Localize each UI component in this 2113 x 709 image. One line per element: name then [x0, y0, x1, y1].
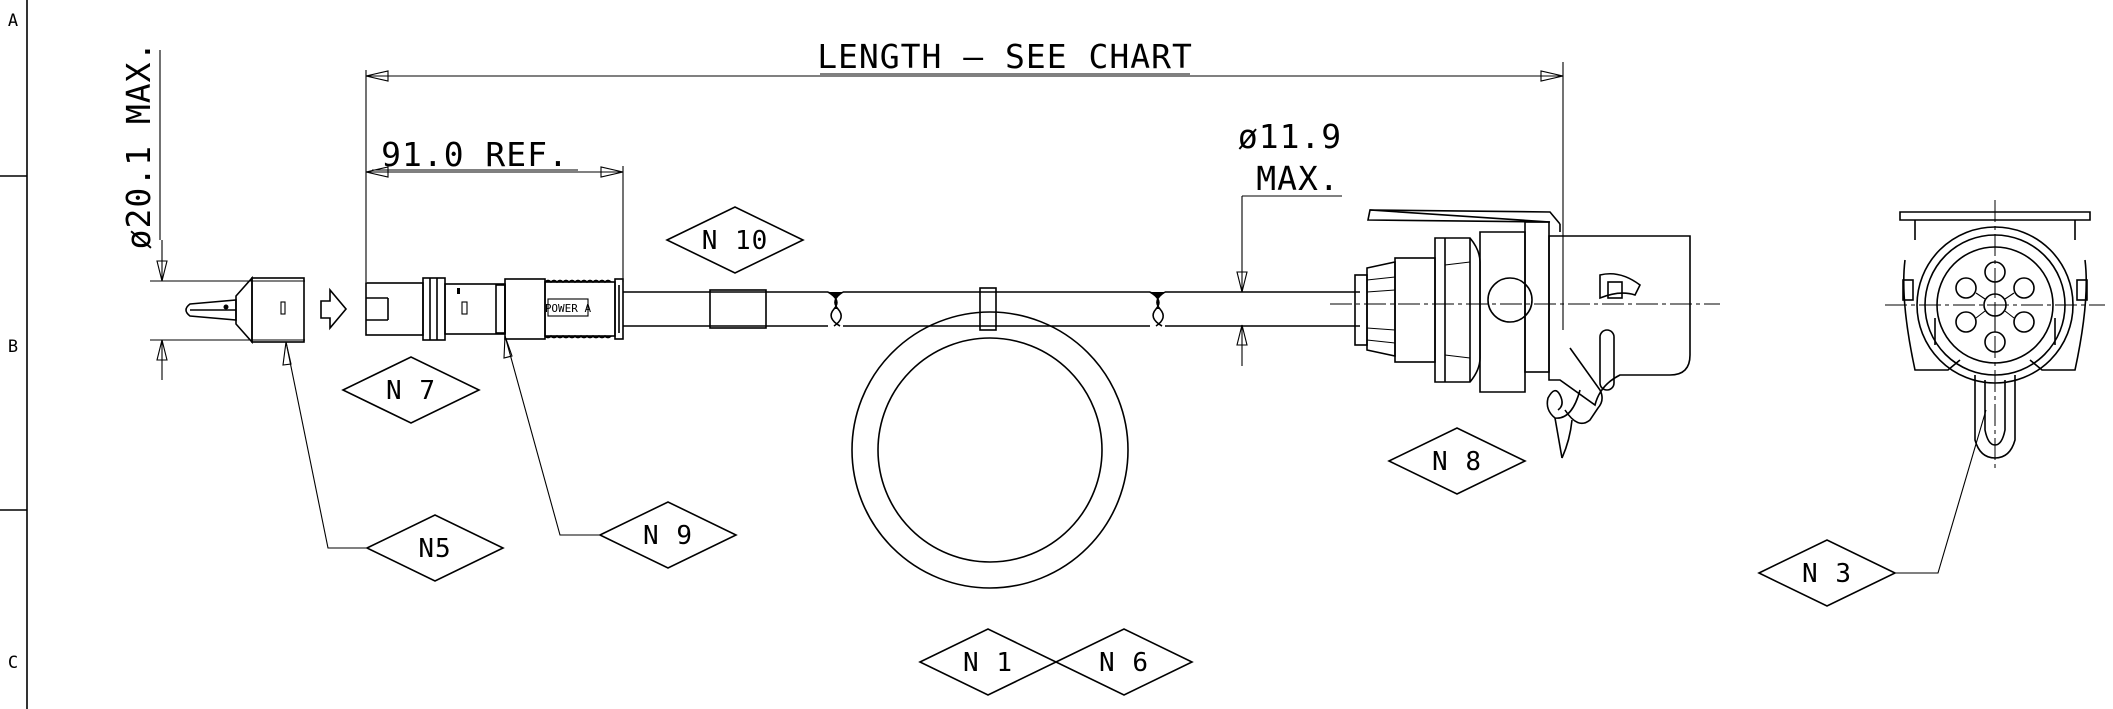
zone-label-a: A — [8, 11, 18, 31]
callout-n10-label: N 10 — [702, 226, 769, 256]
callout-n6-label: N 6 — [1099, 648, 1149, 678]
cable-part — [623, 287, 1360, 589]
ref-dimension: 91.0 REF. — [365, 135, 624, 282]
length-dimension-label: LENGTH – SEE CHART — [817, 37, 1193, 76]
boot-label: POWER A — [545, 302, 592, 315]
cable-diameter-max-label: MAX. — [1256, 159, 1339, 198]
callout-n3-label: N 3 — [1802, 559, 1852, 589]
callout-n7: N 7 — [341, 356, 481, 424]
callout-n10: N 10 — [665, 206, 805, 274]
head-diameter-dimension: ø20.1 MAX. — [119, 41, 305, 380]
drawing-border: A B C — [0, 0, 28, 709]
zone-label-c: C — [8, 653, 18, 673]
callout-n1: N 1 — [918, 628, 1058, 696]
trailer-socket-side-view — [1330, 209, 1720, 459]
callout-n9: N 9 — [503, 335, 738, 569]
ref-dimension-label: 91.0 REF. — [381, 135, 569, 174]
trailer-socket-front-view — [1885, 200, 2105, 470]
callout-n1-label: N 1 — [963, 648, 1013, 678]
cable-diameter-label: ø11.9 — [1238, 117, 1342, 156]
callout-n5: N5 — [282, 341, 505, 582]
callout-n5-label: N5 — [418, 534, 451, 564]
assembly-direction-arrow-icon — [320, 287, 348, 331]
head-diameter-label: ø20.1 MAX. — [119, 41, 158, 250]
length-dimension: LENGTH – SEE CHART — [365, 37, 1564, 330]
callout-n9-label: N 9 — [643, 521, 693, 551]
callout-n6: N 6 — [1054, 628, 1194, 696]
male-connector-part: POWER A — [365, 277, 624, 341]
cable-diameter-dimension: ø11.9 MAX. — [1236, 117, 1342, 366]
callout-n7-label: N 7 — [386, 376, 436, 406]
callout-n8-label: N 8 — [1432, 447, 1482, 477]
contact-pin-part — [185, 275, 305, 345]
callout-n3: N 3 — [1757, 409, 1987, 607]
callout-n8: N 8 — [1387, 427, 1527, 495]
zone-label-b: B — [8, 337, 18, 357]
